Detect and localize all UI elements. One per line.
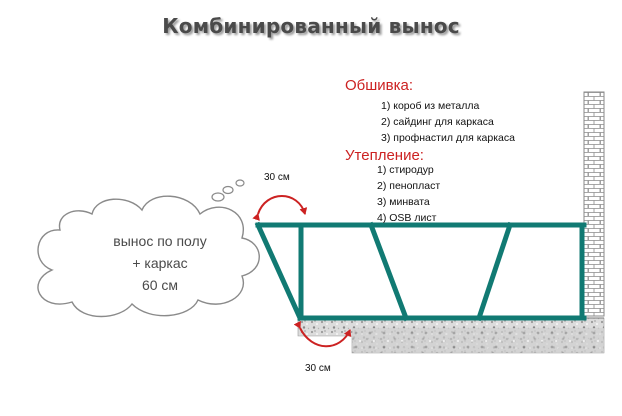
insulation-list: 1) стиродур 2) пенопласт 3) минвата 4) O… [377,162,440,226]
list-item: 2) пенопласт [377,180,441,192]
list-item: 2) сайдинг для каркаса [381,116,494,128]
cloud-label: вынос по полу + каркас 60 см [80,230,240,296]
list-item: 3) минвата [377,196,430,208]
list-item: 4) OSB лист [377,212,437,224]
brick-wall [583,91,605,317]
cladding-heading: Обшивка: [345,77,414,94]
dimension-label-bottom: 30 см [305,363,331,374]
dimension-label-top: 30 см [264,172,290,183]
cladding-list: 1) короб из металла 2) сайдинг для карка… [381,98,515,146]
frame-structure [254,221,587,322]
cloud-line-1: вынос по полу [113,233,207,249]
list-item: 3) профнастил для каркаса [381,132,515,144]
list-item: 1) стиродур [377,164,434,176]
list-item: 1) короб из металла [381,100,480,112]
cloud-line-3: 60 см [141,277,179,293]
cloud-shape [37,179,260,318]
diagram-title: Комбинированный вынос [162,14,460,38]
dimension-arc-bottom [293,320,352,348]
dimension-arc-top [252,195,308,221]
cloud-line-2: + каркас [132,255,188,271]
insulation-heading: Утепление: [345,147,424,164]
